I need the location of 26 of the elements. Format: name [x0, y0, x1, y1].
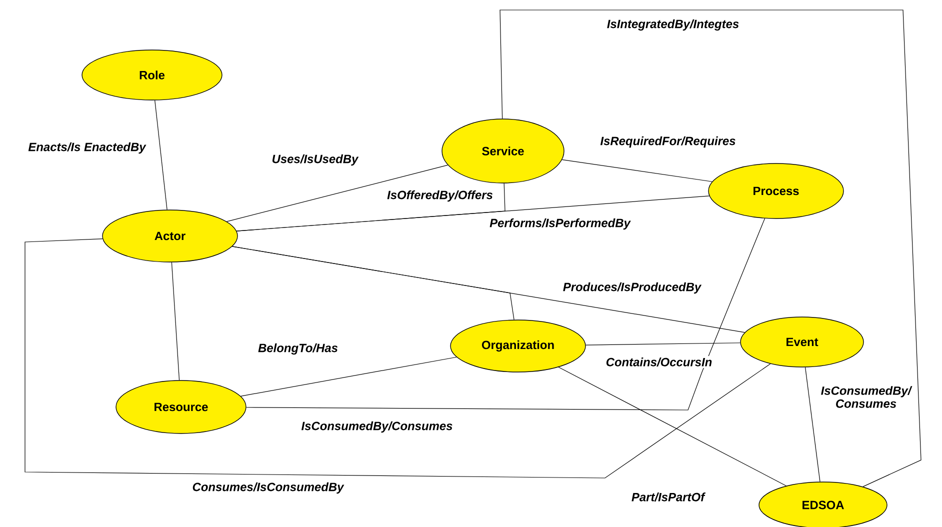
connector-line: [171, 262, 180, 380]
connector-line: [586, 342, 740, 346]
edge-label: Uses/IsUsedBy: [270, 152, 360, 168]
connector-line: [236, 183, 506, 232]
edge-label: Contains/OccursIn: [604, 356, 714, 368]
edge-label: Performs/IsPerformedBy: [488, 216, 632, 232]
connector-line: [226, 164, 448, 222]
edge-label: Produces/IsProducedBy: [561, 280, 703, 296]
edge-label: Enacts/Is EnactedBy: [26, 140, 148, 156]
connector-line: [246, 218, 766, 410]
connector-line: [24, 238, 771, 478]
edge-label: BelongTo/Has: [256, 342, 340, 356]
edge-label: Consumes/IsConsumedBy: [190, 480, 346, 496]
edge-label: IsOfferedBy/Offers: [386, 188, 494, 204]
connector-line: [500, 10, 922, 487]
connector-line: [562, 159, 712, 182]
edge-label: IsRequiredFor/Requires: [598, 134, 738, 150]
edge-label: IsConsumedBy/ Consumes: [817, 384, 915, 410]
connector-line: [804, 367, 820, 482]
connector-line: [232, 246, 514, 320]
connector-line: [154, 100, 168, 210]
edge-label: IsIntegratedBy/Integtes: [605, 18, 741, 32]
connector-line: [558, 366, 787, 486]
edge-label: Part/IsPartOf: [630, 491, 706, 503]
connector-line: [240, 356, 457, 396]
edge-label: IsConsumedBy/Consumes: [300, 420, 454, 434]
